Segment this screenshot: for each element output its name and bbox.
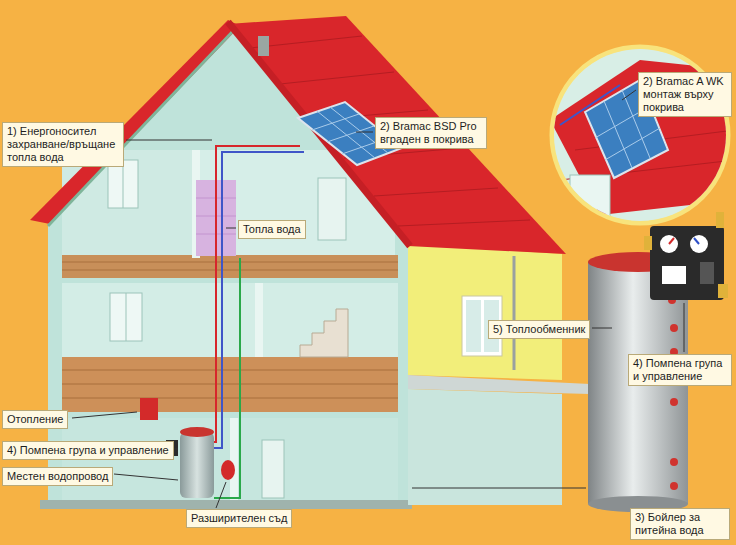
house-body bbox=[262, 440, 284, 498]
pump-group bbox=[644, 236, 652, 250]
pipes bbox=[190, 146, 300, 442]
callout-box: 2) Bramac BSD Pro вграден в покрива bbox=[375, 117, 487, 149]
callout-box: 4) Помпена група и управление bbox=[2, 441, 174, 460]
callout-text: 3) Бойлер за питейна вода bbox=[635, 511, 725, 537]
solar-panel bbox=[312, 114, 359, 130]
pump-group bbox=[718, 284, 728, 298]
house-body bbox=[40, 500, 412, 509]
leader-line bbox=[126, 140, 212, 141]
house-body bbox=[62, 398, 398, 399]
house-body bbox=[62, 370, 398, 371]
side-wall bbox=[408, 244, 590, 505]
basement-equipment bbox=[221, 460, 235, 480]
house-body bbox=[255, 283, 263, 357]
house-body bbox=[62, 270, 398, 271]
callout-text: Топла вода bbox=[243, 223, 301, 236]
house-body bbox=[123, 160, 124, 208]
callout-box: 1) Енергоносител захранване/връщане топл… bbox=[2, 122, 124, 167]
roof bbox=[374, 188, 498, 196]
roof bbox=[228, 16, 566, 254]
boiler-tank bbox=[670, 458, 678, 466]
callout-text: 2) Bramac A WK монтаж върху покрива bbox=[643, 75, 727, 114]
roof bbox=[258, 36, 269, 56]
side-wall bbox=[513, 256, 516, 370]
side-wall bbox=[408, 244, 562, 380]
house-body bbox=[62, 262, 398, 263]
pump-group bbox=[669, 238, 674, 244]
leader-line bbox=[72, 412, 137, 418]
pump-group bbox=[690, 235, 708, 253]
pump-group bbox=[660, 235, 678, 253]
side-wall bbox=[466, 300, 481, 352]
leader-line bbox=[684, 303, 685, 352]
pump-group bbox=[716, 212, 724, 228]
basement-equipment bbox=[140, 398, 158, 420]
house-body bbox=[62, 357, 398, 412]
leader-line bbox=[592, 328, 612, 329]
basement-equipment bbox=[180, 427, 214, 437]
roof bbox=[398, 220, 530, 226]
solar-panel bbox=[327, 126, 374, 142]
basement-equipment bbox=[180, 432, 214, 498]
boiler-tank bbox=[670, 482, 678, 490]
callout-text: 5) Топлообменник bbox=[493, 323, 585, 336]
house-body bbox=[62, 255, 398, 278]
house-body bbox=[108, 160, 138, 208]
house-body bbox=[62, 283, 398, 357]
callout-text: 4) Помпена група и управление bbox=[633, 357, 727, 383]
callout-text: Разширителен съд bbox=[191, 512, 287, 525]
house-body bbox=[62, 384, 398, 385]
leader-line bbox=[114, 474, 178, 480]
callout-box: Отопление bbox=[2, 410, 68, 429]
callout-box: 3) Бойлер за питейна вода bbox=[630, 508, 730, 540]
callout-text: 1) Енергоносител захранване/връщане топл… bbox=[7, 125, 119, 164]
leader-line bbox=[622, 90, 636, 100]
leader-line bbox=[226, 228, 236, 229]
callout-box: Топла вода bbox=[238, 220, 306, 239]
leader-line bbox=[412, 488, 586, 489]
callout-box: 2) Bramac A WK монтаж върху покрива bbox=[638, 72, 732, 117]
callout-box: Разширителен съд bbox=[186, 509, 292, 528]
pump-group bbox=[694, 238, 699, 244]
house-body bbox=[300, 309, 348, 357]
inset-view bbox=[560, 85, 620, 125]
house-body bbox=[318, 178, 346, 240]
inset-view bbox=[570, 175, 610, 225]
roof bbox=[280, 72, 394, 84]
leader-line bbox=[216, 482, 226, 508]
callout-box: 4) Помпена група и управление bbox=[628, 354, 732, 386]
callout-text: 2) Bramac BSD Pro вграден в покрива bbox=[380, 120, 482, 146]
pump-group bbox=[700, 262, 714, 284]
inset-view bbox=[605, 128, 660, 160]
inset-view bbox=[550, 45, 735, 225]
callout-box: 5) Топлообменник bbox=[488, 320, 590, 339]
leader-line bbox=[356, 132, 373, 133]
house-body bbox=[110, 293, 142, 341]
pipes bbox=[214, 258, 240, 498]
pump-group bbox=[644, 212, 728, 300]
callout-text: 4) Помпена група и управление bbox=[7, 444, 169, 457]
pump-group bbox=[662, 266, 686, 284]
pipes bbox=[200, 152, 304, 448]
callout-box: Местен водопровод bbox=[2, 467, 113, 486]
pump-group bbox=[650, 226, 724, 300]
boiler-tank bbox=[670, 398, 678, 406]
inset-view bbox=[550, 45, 735, 225]
boiler-tank bbox=[670, 324, 678, 332]
house-body bbox=[230, 418, 238, 500]
callout-text: Местен водопровод bbox=[7, 470, 108, 483]
callout-text: Отопление bbox=[7, 413, 63, 426]
house-body bbox=[126, 293, 127, 341]
